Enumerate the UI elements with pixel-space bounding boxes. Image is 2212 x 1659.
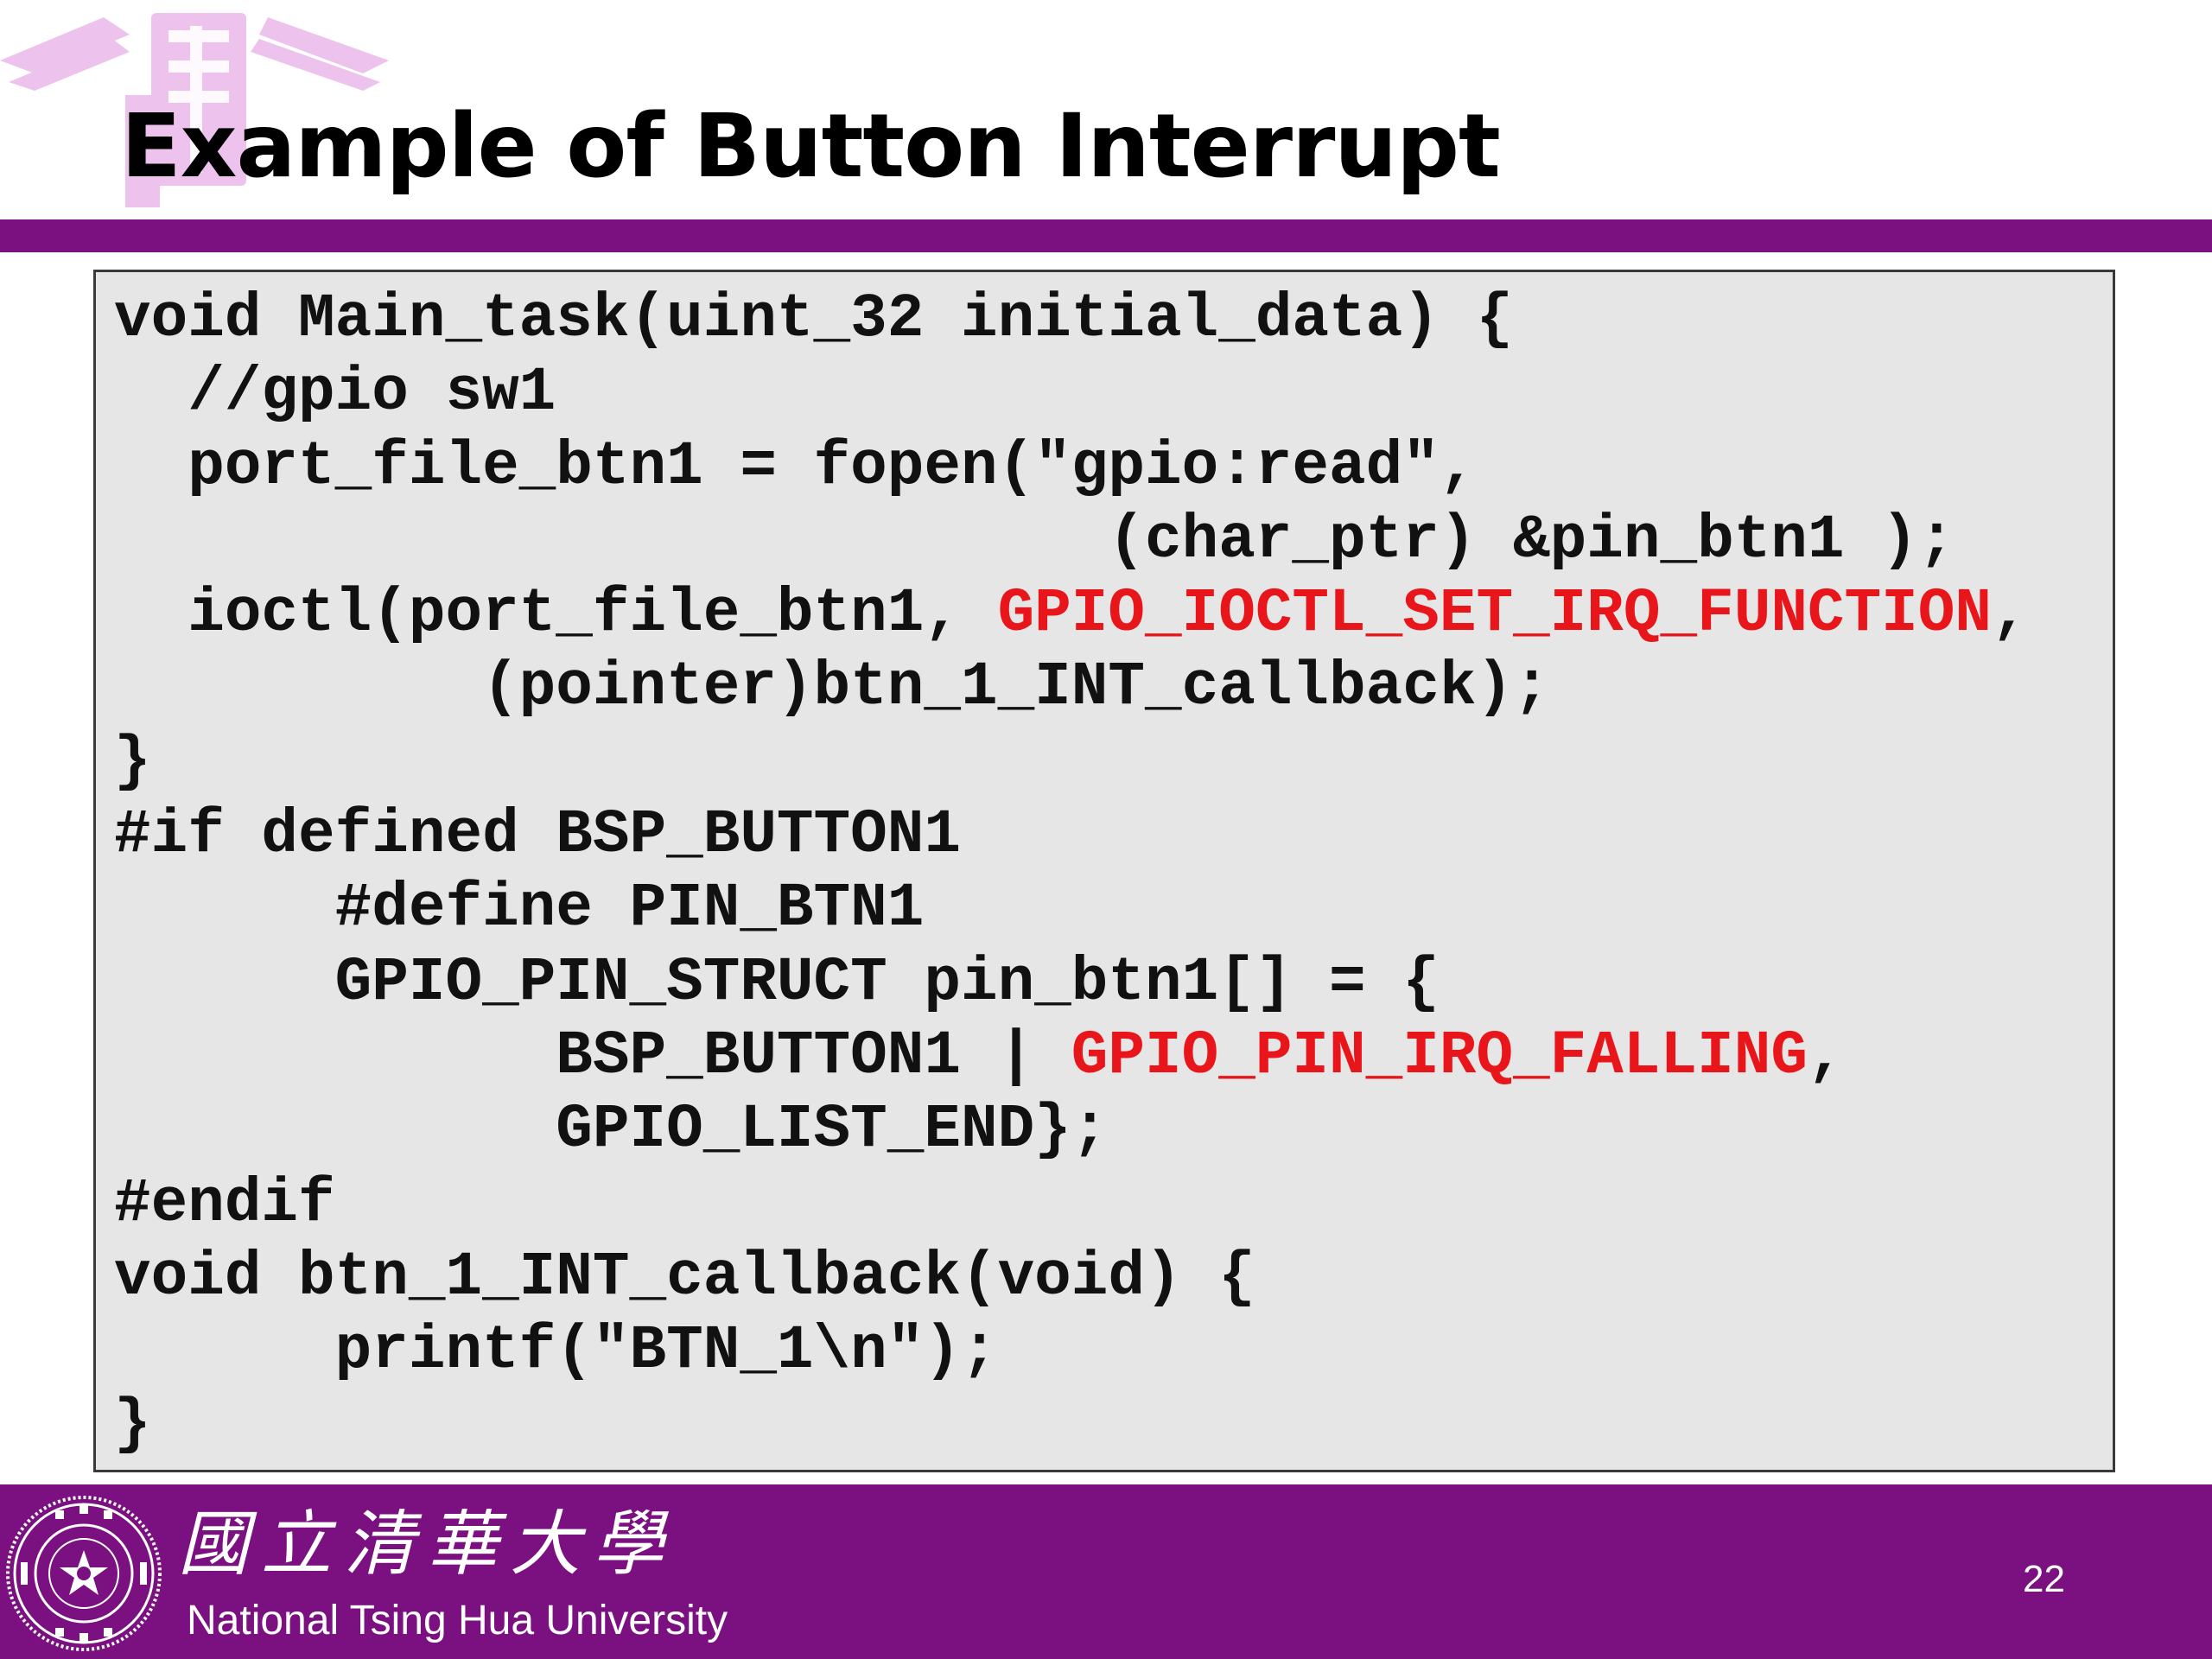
university-name-chinese: 國立清華大學	[178, 1503, 676, 1586]
code-text: ioctl(port_file_btn1,	[114, 580, 998, 650]
code-highlight: GPIO_PIN_IRQ_FALLING	[1071, 1021, 1808, 1091]
top-logo-icon	[0, 13, 389, 207]
code-text: //gpio sw1	[114, 359, 556, 429]
code-box	[93, 270, 2115, 1472]
university-seal-icon	[6, 1496, 162, 1651]
university-name-english: National Tsing Hua University	[187, 1598, 728, 1643]
page-number: 22	[2023, 1558, 2065, 1600]
code-line: printf("BTN_1\n");	[114, 1315, 2029, 1389]
footer-bar	[0, 1484, 2212, 1659]
code-text: }	[114, 727, 151, 797]
code-text: void Main_task(uint_32 initial_data) {	[114, 285, 1514, 354]
code-line: }	[114, 1389, 2029, 1462]
code-line: (pointer)btn_1_INT_callback);	[114, 652, 2029, 725]
code-line: port_file_btn1 = fopen("gpio:read",	[114, 431, 2029, 505]
code-line: #define PIN_BTN1	[114, 873, 2029, 946]
code-text: #endif	[114, 1169, 335, 1239]
code-text: #define PIN_BTN1	[114, 874, 925, 944]
code-line: #if defined BSP_BUTTON1	[114, 799, 2029, 873]
code-block: void Main_task(uint_32 initial_data) { /…	[114, 283, 2029, 1463]
code-text: ,	[1991, 580, 2029, 650]
code-line: }	[114, 726, 2029, 799]
code-line: GPIO_LIST_END};	[114, 1094, 2029, 1167]
code-line: ioctl(port_file_btn1, GPIO_IOCTL_SET_IRQ…	[114, 578, 2029, 652]
code-text: #if defined BSP_BUTTON1	[114, 801, 961, 871]
code-text: (char_ptr) &pin_btn1 );	[114, 505, 1955, 575]
code-line: (char_ptr) &pin_btn1 );	[114, 505, 2029, 578]
code-text: printf("BTN_1\n");	[114, 1317, 998, 1387]
code-line: BSP_BUTTON1 | GPIO_PIN_IRQ_FALLING,	[114, 1020, 2029, 1094]
code-text: BSP_BUTTON1 |	[114, 1021, 1071, 1091]
code-line: GPIO_PIN_STRUCT pin_btn1[] = {	[114, 947, 2029, 1020]
code-line: void Main_task(uint_32 initial_data) {	[114, 283, 2029, 357]
code-highlight: GPIO_IOCTL_SET_IRQ_FUNCTION	[997, 580, 1992, 650]
code-text: void btn_1_INT_callback(void) {	[114, 1243, 1255, 1313]
code-line: //gpio sw1	[114, 357, 2029, 430]
code-line: #endif	[114, 1168, 2029, 1242]
code-text: GPIO_PIN_STRUCT pin_btn1[] = {	[114, 948, 1440, 1018]
title-divider-bar	[0, 219, 2212, 252]
code-line: void btn_1_INT_callback(void) {	[114, 1242, 2029, 1315]
code-text: port_file_btn1 = fopen("gpio:read",	[114, 432, 1477, 502]
slide-title: Example of Button Interrupt	[121, 95, 1501, 198]
code-text: ,	[1807, 1021, 1845, 1091]
code-text: GPIO_LIST_END};	[114, 1096, 1109, 1166]
code-text: }	[114, 1390, 151, 1460]
code-text: (pointer)btn_1_INT_callback);	[114, 653, 1550, 723]
